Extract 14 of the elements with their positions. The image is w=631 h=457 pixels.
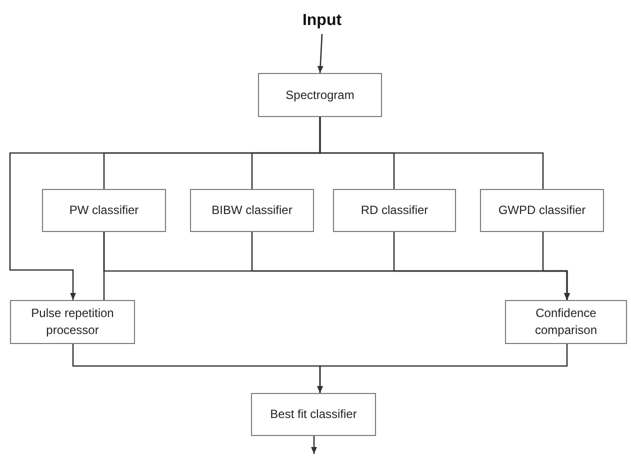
process-box: PW classifier [42, 189, 166, 232]
process-box: Spectrogram [258, 73, 382, 117]
connector-arrow [317, 34, 324, 74]
process-box: Confidence comparison [505, 300, 627, 344]
process-box: Pulse repetition processor [10, 300, 135, 344]
input-label: Input [287, 8, 357, 34]
process-box: RD classifier [333, 189, 456, 232]
process-box: Best fit classifier [251, 393, 376, 436]
connector-arrow [311, 436, 317, 454]
connector-arrow [542, 232, 570, 300]
process-box: GWPD classifier [480, 189, 604, 232]
connector-arrow [317, 344, 568, 393]
connector-arrow [9, 117, 321, 300]
process-box: BIBW classifier [190, 189, 314, 232]
